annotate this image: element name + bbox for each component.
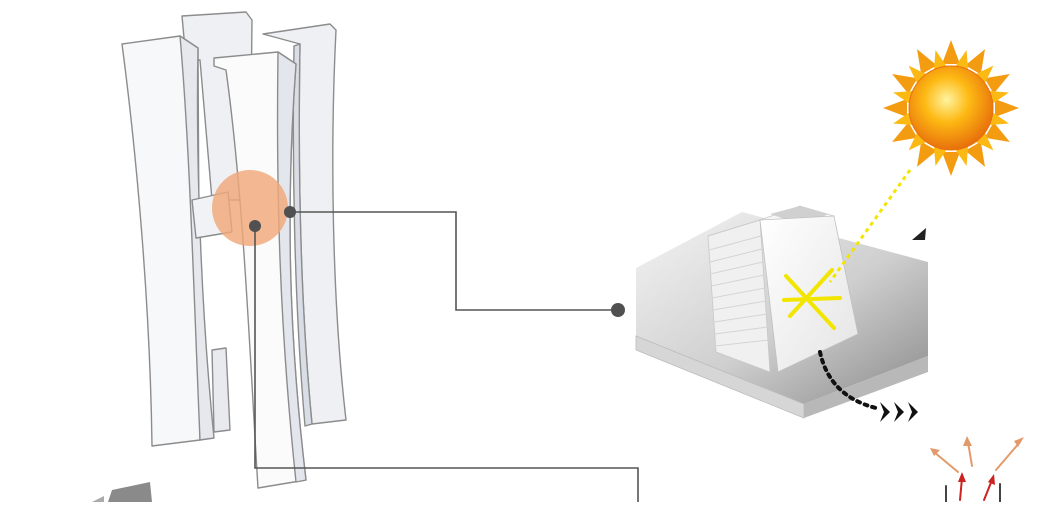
sun-icon [883, 40, 1019, 176]
connector-dot [249, 220, 261, 232]
building-module-icon [636, 206, 928, 418]
shadow-mark [912, 228, 926, 240]
partial-module-edge [92, 496, 104, 502]
connector-dot [284, 206, 296, 218]
heat-arrows-icon [930, 436, 1024, 502]
partial-module-icon [108, 482, 152, 502]
highlight-zone [212, 170, 288, 246]
tower-icon [122, 12, 346, 488]
connector-dot [611, 303, 625, 317]
